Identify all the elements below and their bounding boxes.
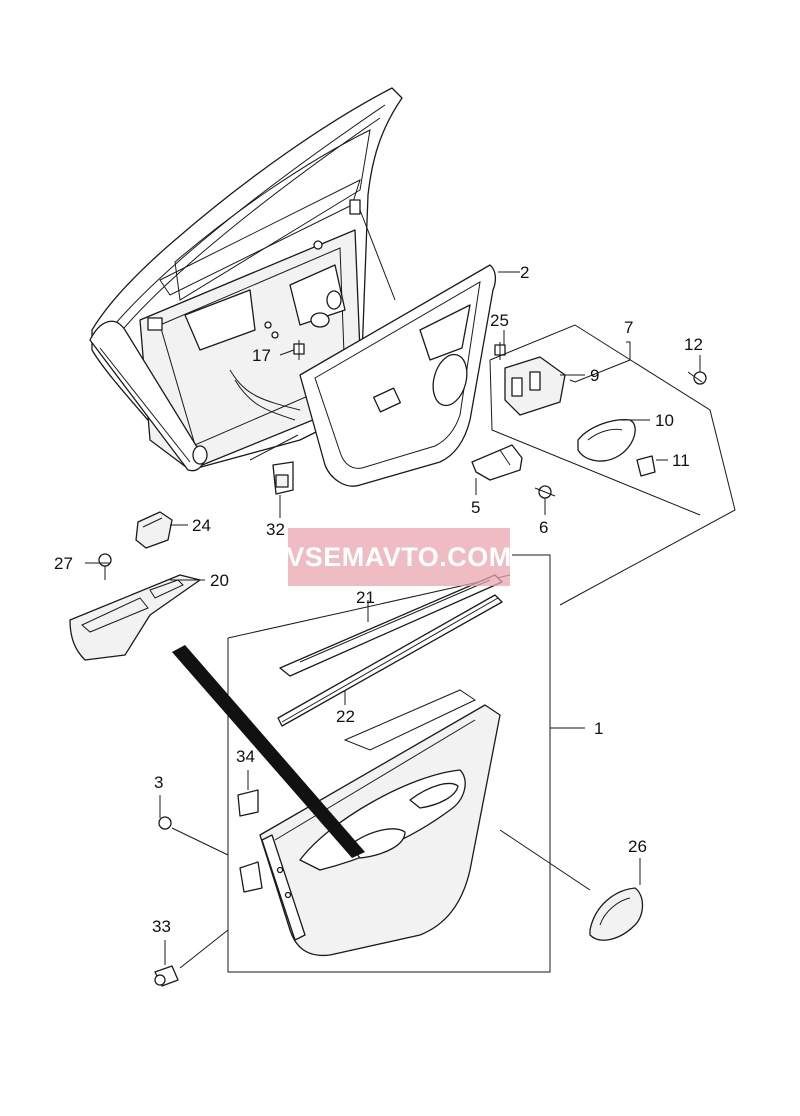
door-trim-panel xyxy=(259,704,501,957)
callout-34: 34 xyxy=(236,747,255,766)
callout-1: 1 xyxy=(594,719,603,738)
callout-9: 9 xyxy=(590,366,599,385)
callout-20: 20 xyxy=(210,571,229,590)
watermark-box xyxy=(288,528,510,586)
callout-11: 11 xyxy=(672,451,690,470)
callout-27: 27 xyxy=(54,554,73,573)
watermark-text: VSEMAVTO.COM xyxy=(286,542,512,572)
callout-25: 25 xyxy=(490,311,509,330)
bracket-part-5 xyxy=(471,444,523,481)
callout-labels: 1 2 3 5 6 7 9 10 11 12 17 20 21 22 24 25… xyxy=(54,263,703,936)
clip-part-25 xyxy=(494,342,506,360)
screw-part-6 xyxy=(534,485,556,499)
pointer-arrow xyxy=(172,645,365,858)
waterproof-sheet xyxy=(299,264,497,487)
leader-lines xyxy=(85,271,701,969)
callout-17: 17 xyxy=(252,346,271,365)
weatherstrip-22 xyxy=(277,594,503,727)
plug-part-3 xyxy=(158,816,172,830)
clip-part-17 xyxy=(293,340,305,360)
callout-10: 10 xyxy=(655,411,674,430)
callout-3: 3 xyxy=(154,773,163,792)
callout-6: 6 xyxy=(539,518,548,537)
callout-26: 26 xyxy=(628,837,647,856)
callout-24: 24 xyxy=(192,516,211,535)
handle-bezel-26 xyxy=(589,887,644,941)
callout-32: 32 xyxy=(266,520,285,539)
handle-assembly-7 xyxy=(489,324,736,606)
switch-part-32 xyxy=(272,461,294,495)
clip-panel-edge xyxy=(239,861,263,893)
callout-33: 33 xyxy=(152,917,171,936)
callout-21: 21 xyxy=(356,588,375,607)
switch-part-24 xyxy=(135,511,173,549)
callout-12: 12 xyxy=(684,335,703,354)
callout-5: 5 xyxy=(471,498,480,517)
armrest-pocket-20 xyxy=(69,574,201,661)
callout-2: 2 xyxy=(520,263,529,282)
clip-part-34 xyxy=(237,789,259,817)
fastener-part-33 xyxy=(154,965,179,987)
callout-22: 22 xyxy=(336,707,355,726)
callout-7: 7 xyxy=(624,318,633,337)
screw-part-27 xyxy=(98,553,112,580)
